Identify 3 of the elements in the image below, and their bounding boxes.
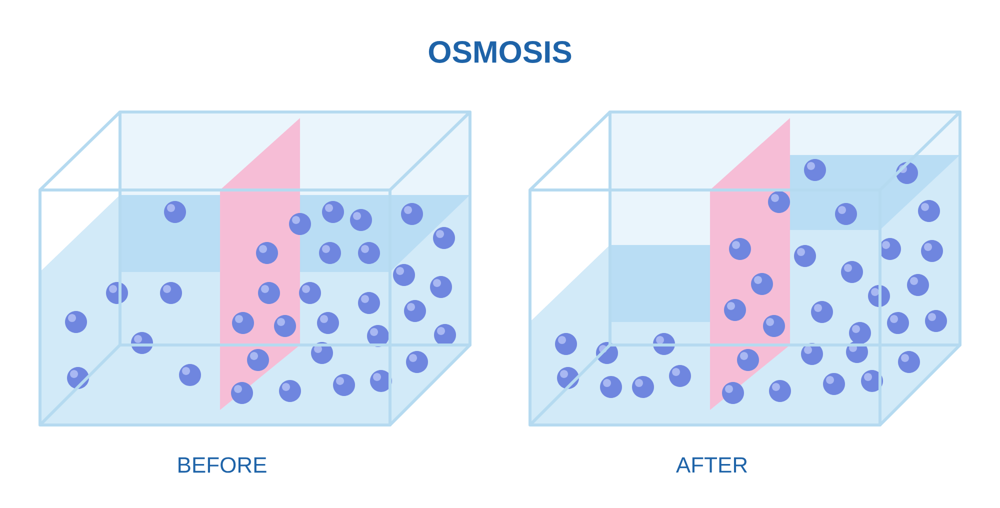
title: OSMOSIS (428, 41, 572, 63)
caption: BEFORE (178, 457, 266, 473)
caption: AFTER (676, 457, 748, 473)
